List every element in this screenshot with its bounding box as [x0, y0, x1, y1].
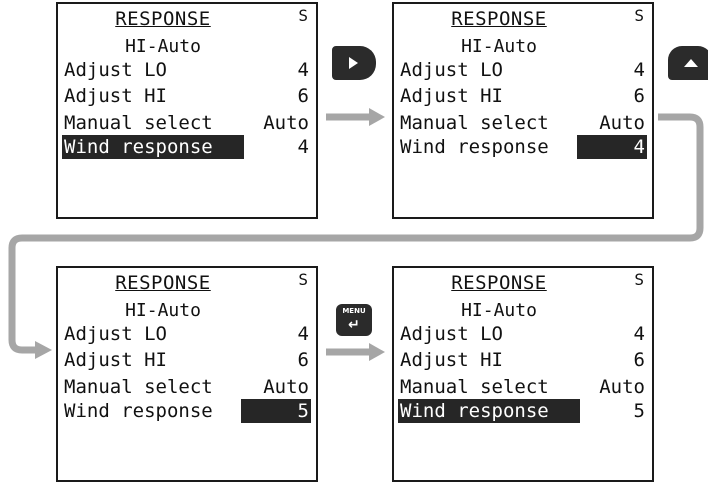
row-label: Wind response	[64, 400, 213, 422]
menu-row-adjust-hi[interactable]: Adjust HI 6	[62, 348, 312, 373]
up-arrow-icon	[684, 59, 698, 67]
arrow-head-2	[369, 343, 385, 361]
menu-row-manual-select[interactable]: Manual select Auto	[62, 375, 312, 400]
row-label: Adjust LO	[400, 323, 503, 345]
row-value: 4	[297, 59, 309, 81]
right-arrow-key[interactable]	[332, 46, 376, 80]
menu-enter-key[interactable]: MENU ↵	[336, 304, 372, 336]
row-label: Manual select	[64, 376, 213, 398]
row-label: Manual select	[64, 112, 213, 134]
screen-title: RESPONSE	[115, 8, 211, 30]
menu-row-adjust-hi[interactable]: Adjust HI 6	[62, 84, 312, 109]
lcd-screen-4: RESPONSE S HI-Auto Adjust LO 4 Adjust HI 6…	[392, 266, 654, 482]
row-value: 6	[633, 349, 645, 371]
row-label: Adjust HI	[64, 349, 167, 371]
row-value: Auto	[263, 376, 309, 398]
screen-subtitle: HI-Auto	[461, 36, 537, 57]
row-label-selected: Wind response	[62, 135, 244, 159]
screen-title: RESPONSE	[115, 272, 211, 294]
row-value: 6	[297, 349, 309, 371]
row-label: Adjust HI	[400, 349, 503, 371]
arrow-head-loop	[35, 341, 52, 359]
row-value-selected[interactable]: 5	[241, 399, 311, 423]
menu-row-adjust-hi[interactable]: Adjust HI 6	[398, 348, 648, 373]
row-value: 6	[297, 85, 309, 107]
row-value: Auto	[599, 112, 645, 134]
right-arrow-icon	[349, 57, 358, 69]
menu-row-wind-response[interactable]: Wind response 5	[62, 399, 312, 424]
enter-icon: ↵	[348, 317, 360, 333]
row-label: Wind response	[400, 136, 549, 158]
row-value: Auto	[599, 376, 645, 398]
arrow-loop	[8, 113, 704, 354]
menu-row-adjust-lo[interactable]: Adjust LO 4	[62, 58, 312, 83]
row-label-selected: Wind response	[398, 399, 580, 423]
screen-title: RESPONSE	[451, 272, 547, 294]
menu-row-manual-select[interactable]: Manual select Auto	[62, 111, 312, 136]
screen-subtitle: HI-Auto	[461, 300, 537, 321]
row-value: 4	[633, 323, 645, 345]
screen-tag: S	[298, 6, 308, 25]
lcd-screen-3: RESPONSE S HI-Auto Adjust LO 4 Adjust HI 6…	[56, 266, 318, 482]
row-label: Adjust LO	[64, 59, 167, 81]
row-value: 4	[297, 323, 309, 345]
menu-row-adjust-lo[interactable]: Adjust LO 4	[62, 322, 312, 347]
row-label: Adjust LO	[400, 59, 503, 81]
row-value-selected[interactable]: 4	[577, 135, 647, 159]
menu-row-manual-select[interactable]: Manual select Auto	[398, 375, 648, 400]
screen-tag: S	[634, 6, 644, 25]
screen-subtitle: HI-Auto	[125, 300, 201, 321]
up-arrow-key[interactable]	[668, 46, 708, 80]
screen-title: RESPONSE	[451, 8, 547, 30]
row-value: 5	[633, 400, 645, 422]
menu-row-adjust-lo[interactable]: Adjust LO 4	[398, 58, 648, 83]
screen-subtitle: HI-Auto	[125, 36, 201, 57]
row-label: Adjust LO	[64, 323, 167, 345]
row-label: Manual select	[400, 112, 549, 134]
menu-row-wind-response[interactable]: Wind response 4	[398, 135, 648, 160]
row-value: 4	[297, 136, 309, 158]
screen-tag: S	[298, 270, 308, 289]
lcd-screen-1: RESPONSE S HI-Auto Adjust LO 4 Adjust HI 6…	[56, 2, 318, 219]
menu-row-wind-response[interactable]: Wind response 4	[62, 135, 312, 160]
menu-row-manual-select[interactable]: Manual select Auto	[398, 111, 648, 136]
lcd-screen-2: RESPONSE S HI-Auto Adjust LO 4 Adjust HI 6…	[392, 2, 654, 219]
screen-tag: S	[634, 270, 644, 289]
menu-row-wind-response[interactable]: Wind response 5	[398, 399, 648, 424]
row-label: Manual select	[400, 376, 549, 398]
menu-row-adjust-hi[interactable]: Adjust HI 6	[398, 84, 648, 109]
row-value: Auto	[263, 112, 309, 134]
menu-row-adjust-lo[interactable]: Adjust LO 4	[398, 322, 648, 347]
row-label: Adjust HI	[400, 85, 503, 107]
row-label: Adjust HI	[64, 85, 167, 107]
row-value: 6	[633, 85, 645, 107]
row-value: 4	[633, 59, 645, 81]
menu-label: MENU	[342, 307, 366, 315]
arrow-head-1	[369, 108, 385, 126]
